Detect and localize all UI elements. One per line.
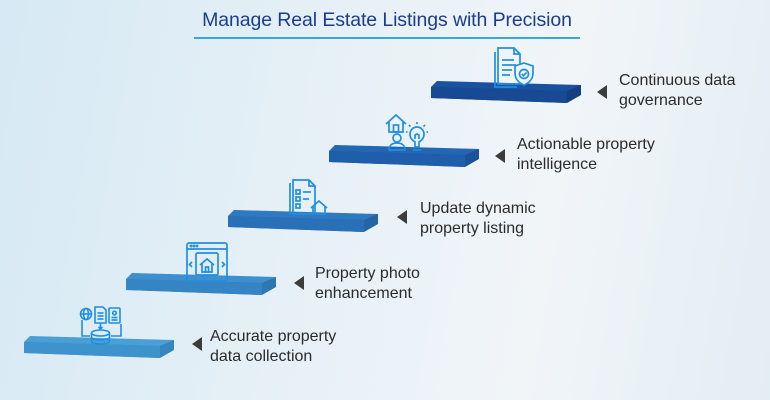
step-4-label-line1: Actionable property [517, 136, 655, 153]
step-5-label: Continuous data governance [619, 71, 736, 111]
step-1-label: Accurate property data collection [210, 327, 336, 367]
step-3-label-line1: Update dynamic [420, 200, 536, 217]
step-1-label-line2: data collection [210, 348, 313, 365]
pointer-arrow-icon [192, 337, 202, 351]
step-2-label-line2: enhancement [315, 285, 412, 302]
checklist-house-icon [285, 176, 331, 216]
step-1-label-line1: Accurate property [210, 328, 337, 345]
step-2-label-line1: Property photo [315, 265, 420, 282]
pointer-arrow-icon [495, 149, 505, 163]
page-title: Manage Real Estate Listings with Precisi… [202, 9, 572, 31]
platform-step-2 [124, 273, 280, 299]
pointer-arrow-icon [397, 210, 407, 224]
platform-step-1 [22, 336, 178, 362]
database-documents-icon [78, 305, 128, 347]
step-4-label-line2: intelligence [517, 156, 598, 173]
title-underline [194, 37, 580, 39]
step-3-label-line2: property listing [420, 220, 525, 237]
house-person-bulb-icon [384, 112, 432, 152]
step-5-label-line1: Continuous data [619, 72, 736, 89]
platform-step-5 [429, 81, 585, 107]
platform-step-4 [327, 145, 483, 171]
platform-step-3 [226, 210, 382, 236]
step-4-label: Actionable property intelligence [517, 135, 655, 175]
photo-gallery-house-icon [184, 241, 230, 283]
pointer-arrow-icon [294, 276, 304, 290]
document-shield-icon [492, 46, 536, 88]
step-3-label: Update dynamic property listing [420, 199, 536, 239]
step-5-label-line2: governance [619, 92, 703, 109]
pointer-arrow-icon [597, 85, 607, 99]
step-2-label: Property photo enhancement [315, 264, 420, 304]
